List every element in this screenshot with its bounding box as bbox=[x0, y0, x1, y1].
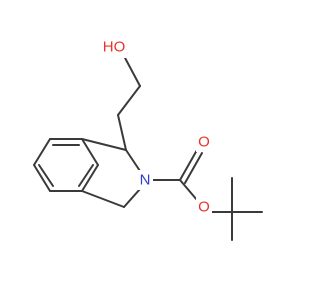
molecule-canvas: HO N O O bbox=[33, 36, 263, 241]
ester-oxygen-label: O bbox=[198, 199, 210, 216]
structure-drawing: HO N O O bbox=[33, 36, 263, 241]
ring-inner-double-bond bbox=[38, 164, 54, 187]
n-ch2-bond bbox=[123, 188, 141, 208]
c1-ch2-bond bbox=[117, 114, 127, 151]
nitrogen-label: N bbox=[140, 172, 151, 189]
c1-n-bond bbox=[125, 149, 141, 172]
ring-bond bbox=[81, 138, 99, 166]
c-o-double-bond-inner bbox=[184, 152, 203, 184]
ch2-ch2-bond bbox=[117, 85, 141, 116]
ch2-ring-bond bbox=[81, 190, 125, 208]
ch2-oh-bond bbox=[123, 55, 141, 87]
c-o-ester-bond bbox=[179, 179, 198, 201]
hydroxyl-label-bg bbox=[97, 36, 131, 58]
ring-bond bbox=[33, 138, 51, 166]
ring-inner-double-bond bbox=[78, 164, 94, 187]
c-o-double-bond bbox=[179, 149, 198, 181]
carbonyl-oxygen-label: O bbox=[198, 134, 210, 151]
ester-oxygen-label-bg bbox=[196, 197, 212, 217]
hydroxyl-label: HO bbox=[103, 39, 126, 56]
atom-label-layer: HO N O O bbox=[97, 36, 212, 217]
nitrogen-label-bg bbox=[137, 170, 153, 190]
carbonyl-oxygen-label-bg bbox=[196, 132, 212, 152]
ring-fusion-c1-bond bbox=[81, 138, 127, 151]
ring-bond bbox=[33, 164, 51, 192]
bond-layer bbox=[33, 55, 263, 241]
ring-bond bbox=[81, 164, 99, 192]
